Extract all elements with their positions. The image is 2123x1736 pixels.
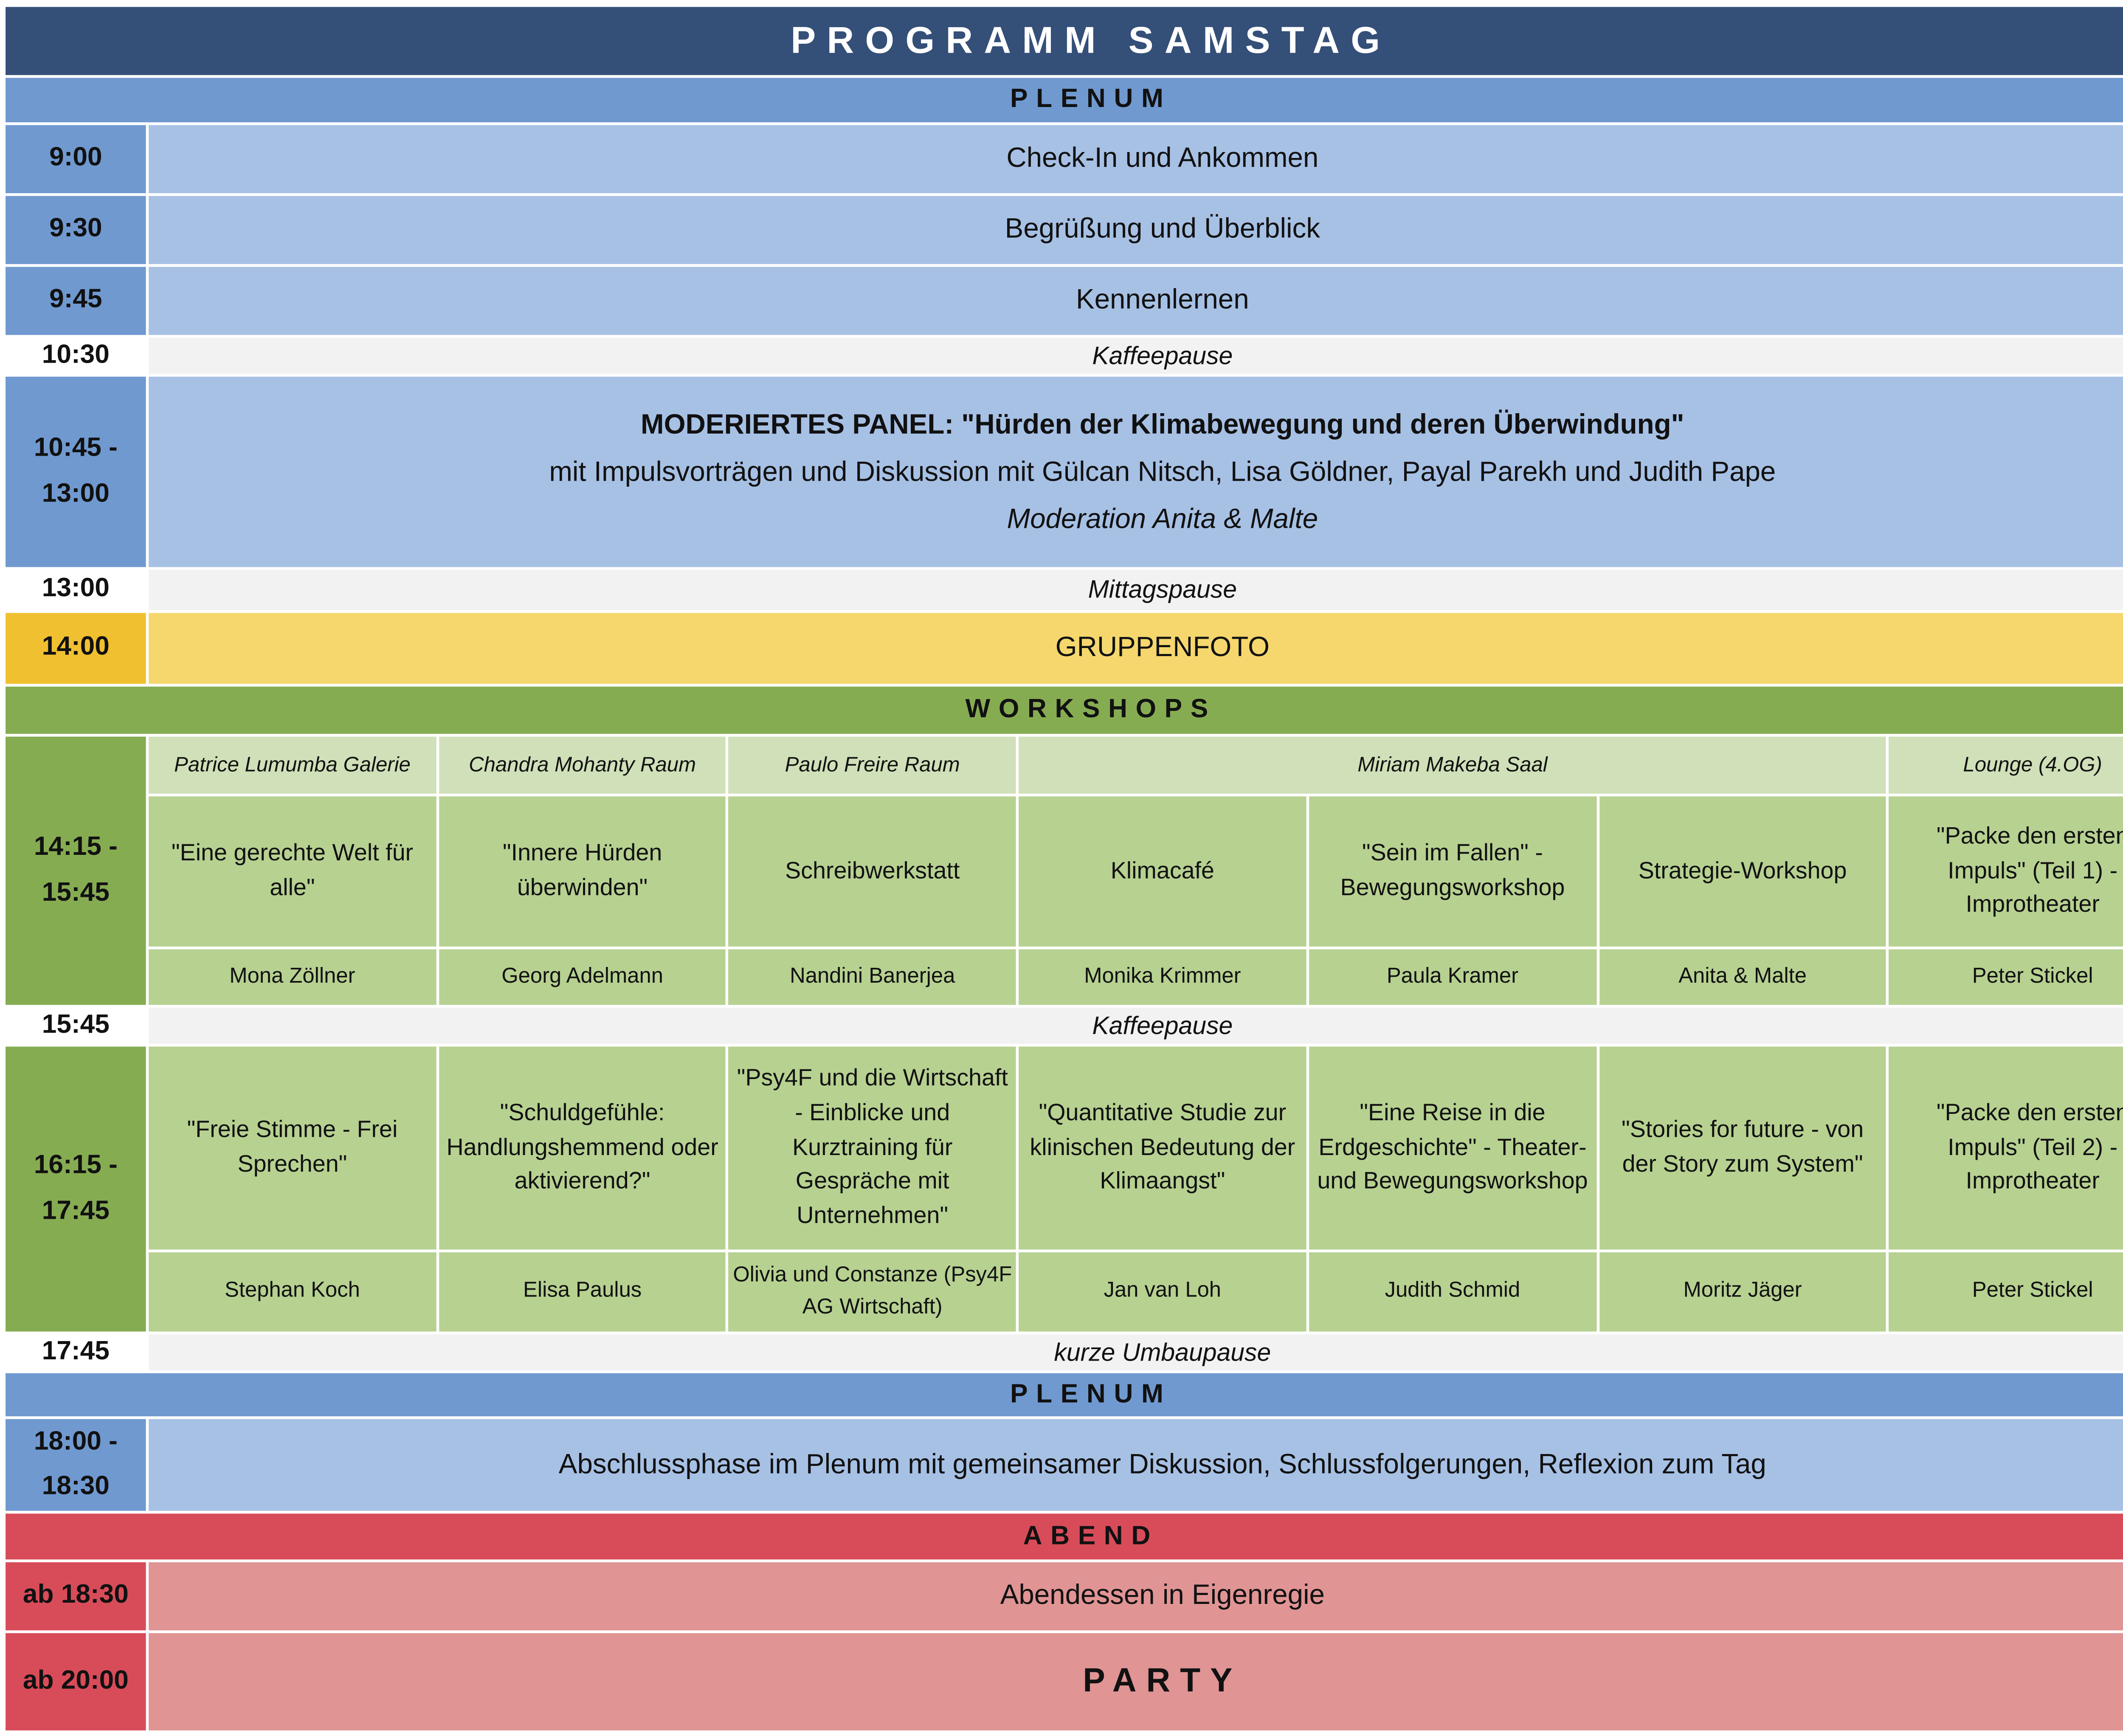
dinner-item: Abendessen in Eigenregie <box>149 1562 2123 1631</box>
plenum-header: PLENUM <box>6 1373 2123 1417</box>
lunch-break: Mittagspause <box>149 569 2123 610</box>
panel-moderation: Moderation Anita & Malte <box>1007 504 1318 535</box>
workshop-title: "Quantitative Studie zur klinischen Bede… <box>1019 1046 1306 1250</box>
time-cell: 9:45 <box>6 267 146 335</box>
room-label: Lounge (4.OG) <box>1889 736 2123 794</box>
workshops-header: WORKSHOPS <box>6 686 2123 734</box>
workshop-speaker: Elisa Paulus <box>439 1252 726 1332</box>
time-cell: 10:45 - 13:00 <box>6 376 146 567</box>
workshop-title: "Packe den ersten Impuls" (Teil 2) - Imp… <box>1889 1046 2123 1250</box>
schedule-table: PROGRAMM SAMSTAG PLENUM 9:00 Check-In un… <box>6 7 2123 1730</box>
intro-item: Kennenlernen <box>149 267 2123 335</box>
short-break: kurze Umbaupause <box>149 1334 2123 1371</box>
welcome-item: Begrüßung und Überblick <box>149 196 2123 264</box>
plenum-header: PLENUM <box>6 78 2123 123</box>
workshop-title: "Freie Stimme - Frei Sprechen" <box>149 1046 436 1250</box>
workshop-speaker: Peter Stickel <box>1889 949 2123 1005</box>
party-item: PARTY <box>149 1633 2123 1730</box>
closing-item: Abschlussphase im Plenum mit gemeinsamer… <box>149 1419 2123 1511</box>
time-cell: 15:45 <box>6 1007 146 1044</box>
workshop-title: "Packe den ersten Impuls" (Teil 1) - Imp… <box>1889 796 2123 947</box>
workshop-speaker: Paula Kramer <box>1309 949 1596 1005</box>
room-label: Patrice Lumumba Galerie <box>149 736 436 794</box>
panel-subtitle: mit Impulsvorträgen und Diskussion mit G… <box>549 457 1776 488</box>
workshop-speaker: Olivia und Constanze (Psy4F AG Wirtschaf… <box>729 1252 1016 1332</box>
time-cell: 9:00 <box>6 125 146 193</box>
time-cell: ab 20:00 <box>6 1633 146 1730</box>
workshop-title: Schreibwerkstatt <box>729 796 1016 947</box>
workshop-title: Klimacafé <box>1019 796 1306 947</box>
time-cell: 14:15 - 15:45 <box>6 736 146 1005</box>
panel-item: MODERIERTES PANEL: "Hürden der Klimabewe… <box>149 376 2123 567</box>
workshop-title: "Schuldgefühle: Handlungshemmend oder ak… <box>439 1046 726 1250</box>
evening-header: ABEND <box>6 1513 2123 1560</box>
panel-title: MODERIERTES PANEL: "Hürden der Klimabewe… <box>641 409 1684 440</box>
workshop-speaker: Jan van Loh <box>1019 1252 1306 1332</box>
workshop-speaker: Anita & Malte <box>1599 949 1886 1005</box>
workshop-speaker: Georg Adelmann <box>439 949 726 1005</box>
time-cell: 17:45 <box>6 1334 146 1371</box>
room-label: Miriam Makeba Saal <box>1019 736 1886 794</box>
time-cell: ab 18:30 <box>6 1562 146 1631</box>
time-cell: 14:00 <box>6 613 146 684</box>
workshop-title: "Eine Reise in die Erdgeschichte" - Thea… <box>1309 1046 1596 1250</box>
workshop-title: "Psy4F und die Wirtschaft - Einblicke un… <box>729 1046 1016 1250</box>
workshop-speaker: Moritz Jäger <box>1599 1252 1886 1332</box>
time-cell: 16:15 - 17:45 <box>6 1046 146 1332</box>
workshop-speaker: Mona Zöllner <box>149 949 436 1005</box>
workshop-title: "Innere Hürden überwinden" <box>439 796 726 947</box>
time-cell: 18:00 - 18:30 <box>6 1419 146 1511</box>
workshop-title: Strategie-Workshop <box>1599 796 1886 947</box>
room-label: Chandra Mohanty Raum <box>439 736 726 794</box>
workshop-speaker: Peter Stickel <box>1889 1252 2123 1332</box>
room-label: Paulo Freire Raum <box>729 736 1016 794</box>
workshop-title: "Eine gerechte Welt für alle" <box>149 796 436 947</box>
workshop-speaker: Monika Krimmer <box>1019 949 1306 1005</box>
checkin-item: Check-In und Ankommen <box>149 125 2123 193</box>
workshop-title: "Sein im Fallen" - Bewegungsworkshop <box>1309 796 1596 947</box>
group-photo: GRUPPENFOTO <box>149 613 2123 684</box>
workshop-speaker: Nandini Banerjea <box>729 949 1016 1005</box>
time-cell: 10:30 <box>6 338 146 374</box>
time-cell: 13:00 <box>6 569 146 610</box>
coffee-break: Kaffeepause <box>149 338 2123 374</box>
workshop-speaker: Judith Schmid <box>1309 1252 1596 1332</box>
time-cell: 9:30 <box>6 196 146 264</box>
page-title: PROGRAMM SAMSTAG <box>6 7 2123 75</box>
coffee-break: Kaffeepause <box>149 1007 2123 1044</box>
workshop-speaker: Stephan Koch <box>149 1252 436 1332</box>
workshop-title: "Stories for future - von der Story zum … <box>1599 1046 1886 1250</box>
